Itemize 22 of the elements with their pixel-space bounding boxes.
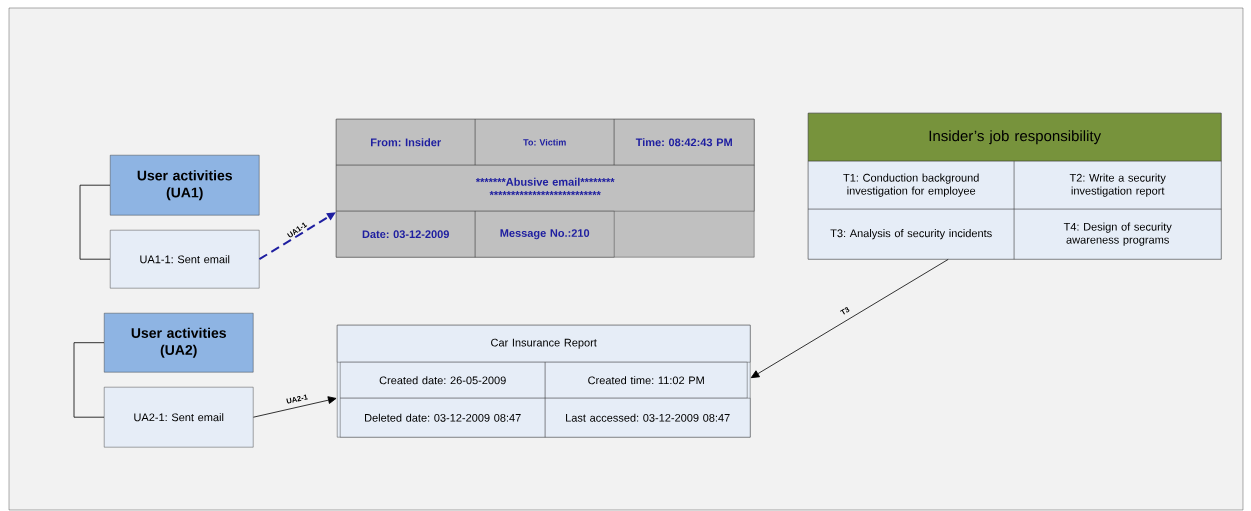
table-cell: Created time: 11:02 PM [545,362,748,399]
activity-box: UA2-1: Sent email [104,387,254,448]
table-cell: T1: Conduction background investigation for employee [808,161,1015,210]
table-cell: Message No.:210 [475,211,615,258]
table-cell: From: Insider [336,119,476,166]
table-cell: T4: Design of security awareness programs [1014,209,1222,260]
table-cell: Date: 03-12-2009 [336,211,476,258]
activity-box: UA1-1: Sent email [110,230,260,289]
table-header: Insider’s job responsibility [808,113,1222,162]
table-cell: T2: Write a security investigation report [1014,161,1222,210]
arrow [750,259,949,379]
activity-header: User activities (UA1) [110,155,260,216]
table-cell: Last accessed: 03-12-2009 08:47 [545,398,751,438]
arrow [253,396,337,418]
table-cell: Created date: 26-05-2009 [340,362,546,399]
connector [73,342,105,418]
activity-header: User activities (UA2) [104,313,254,373]
table-cell: T3: Analysis of security incidents [808,209,1015,260]
table-cell: To: Victim [475,119,615,166]
table-cell: Deleted date: 03-12-2009 08:47 [340,398,546,438]
table-cell: Time: 08:42:43 PM [614,119,755,166]
connector [79,184,111,260]
